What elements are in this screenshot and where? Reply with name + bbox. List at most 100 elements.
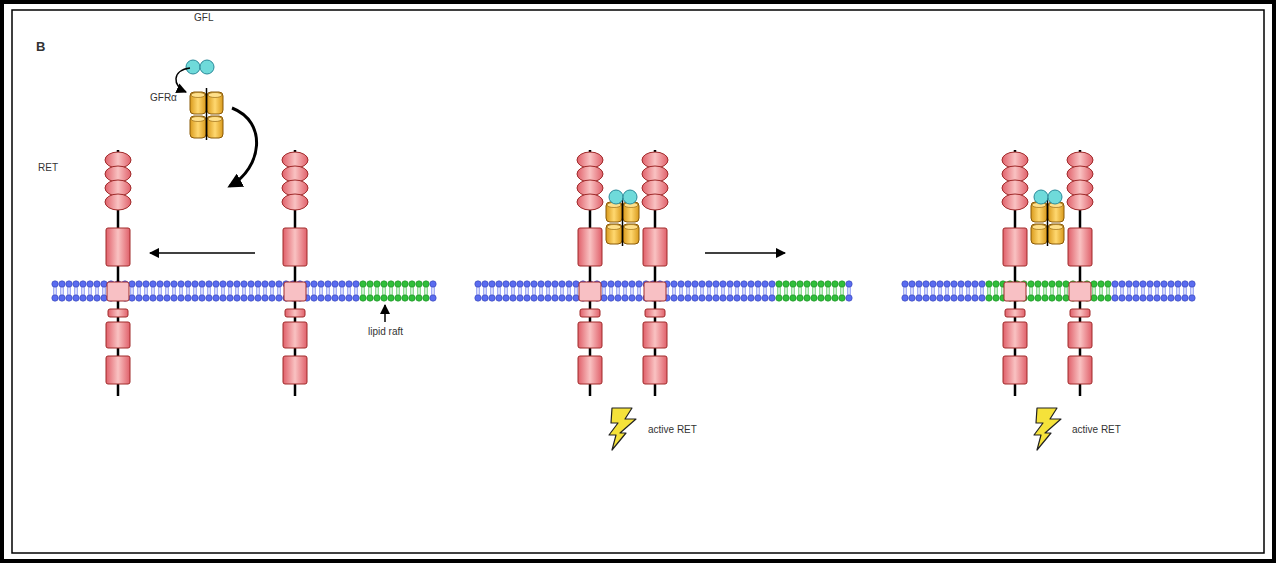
lipid-head: [552, 281, 558, 287]
lipid-head: [87, 295, 93, 301]
lipid-head: [185, 281, 191, 287]
lipid-head: [608, 295, 614, 301]
lipid-head: [1147, 295, 1153, 301]
lipid-tail: [962, 287, 963, 295]
lipid-head: [776, 295, 782, 301]
gfr-alpha-domain: [190, 116, 206, 138]
lipid-tail: [609, 287, 610, 295]
lipid-head: [234, 281, 240, 287]
lipid-tail: [259, 287, 260, 295]
lipid-head: [804, 295, 810, 301]
gfr-alpha-domain: [623, 224, 639, 244]
lipid-tail: [60, 287, 61, 295]
lipid-head: [1154, 281, 1160, 287]
lipid-head: [213, 295, 219, 301]
lipid-tail: [392, 287, 393, 295]
transmembrane-domain: [1069, 282, 1091, 301]
lipid-tail: [368, 287, 369, 295]
lipid-head: [902, 281, 908, 287]
lipid-head: [482, 295, 488, 301]
lipid-tail: [486, 287, 487, 295]
lipid-head: [1049, 281, 1055, 287]
kinase-domain: [578, 322, 602, 348]
lipid-head: [360, 281, 366, 287]
lipid-tail: [742, 287, 743, 295]
lipid-tail: [1102, 287, 1103, 295]
lipid-head: [269, 295, 275, 301]
lipid-head: [1028, 281, 1034, 287]
lipid-head: [318, 281, 324, 287]
lipid-head: [262, 281, 268, 287]
lipid-head: [937, 281, 943, 287]
lipid-head: [206, 295, 212, 301]
lipid-head: [52, 295, 58, 301]
arrow: [176, 68, 190, 92]
lipid-tail: [1130, 287, 1131, 295]
lipid-head: [206, 281, 212, 287]
lipid-tail: [777, 287, 778, 295]
lipid-head: [720, 295, 726, 301]
lipid-head: [573, 295, 579, 301]
lipid-head: [706, 281, 712, 287]
lipid-head: [783, 281, 789, 287]
lipid-tail: [840, 287, 841, 295]
lipid-head: [769, 281, 775, 287]
lipid-tail: [1106, 287, 1107, 295]
lipid-head: [713, 295, 719, 301]
lipid-tail: [361, 287, 362, 295]
lipid-tail: [1116, 287, 1117, 295]
lipid-tail: [56, 287, 57, 295]
lipid-tail: [990, 287, 991, 295]
domain-cap: [208, 93, 222, 98]
gfl-ligand: [1048, 190, 1062, 204]
lipid-tail: [263, 287, 264, 295]
gpi-anchor: [206, 88, 208, 140]
lipid-head: [1091, 295, 1097, 301]
lipid-head: [930, 281, 936, 287]
lipid-tail: [994, 287, 995, 295]
kinase-domain: [643, 322, 667, 348]
gfr-alpha-domain: [1031, 202, 1047, 222]
lipid-tail: [574, 287, 575, 295]
lipid-tail: [969, 287, 970, 295]
lipid-head: [496, 295, 502, 301]
lipid-tail: [770, 287, 771, 295]
lipid-head: [741, 295, 747, 301]
gfr-alpha-domain: [623, 202, 639, 222]
cadherin-domain: [282, 194, 308, 210]
cysteine-rich-domain: [1003, 228, 1027, 266]
lipid-head: [671, 295, 677, 301]
lipid-tail: [612, 287, 613, 295]
lipid-tail: [63, 287, 64, 295]
lipid-head: [1063, 295, 1069, 301]
lipid-tail: [77, 287, 78, 295]
lipid-head: [636, 281, 642, 287]
activity-label: active RET: [1072, 424, 1121, 435]
kinase-domain: [1068, 322, 1092, 348]
gfl-ligand: [200, 60, 214, 74]
lipid-head: [136, 281, 142, 287]
lipid-tail: [133, 287, 134, 295]
coreceptor-label: GFRα: [150, 92, 177, 103]
lipid-head: [629, 281, 635, 287]
lipid-tail: [378, 287, 379, 295]
lipid-head: [503, 281, 509, 287]
lipid-head: [234, 295, 240, 301]
lipid-head: [1063, 281, 1069, 287]
lipid-tail: [553, 287, 554, 295]
lipid-tail: [1148, 287, 1149, 295]
lipid-head: [916, 295, 922, 301]
juxtamembrane-domain: [1005, 309, 1025, 317]
lipid-tail: [1186, 287, 1187, 295]
lipid-tail: [1092, 287, 1093, 295]
lipid-tail: [67, 287, 68, 295]
lipid-tail: [1109, 287, 1110, 295]
lipid-head: [720, 281, 726, 287]
gfr-alpha: [606, 198, 639, 246]
lipid-tail: [420, 287, 421, 295]
ret-receptor: [1067, 150, 1093, 396]
lipid-head: [1105, 295, 1111, 301]
lipid-tail: [920, 287, 921, 295]
lipid-tail: [689, 287, 690, 295]
